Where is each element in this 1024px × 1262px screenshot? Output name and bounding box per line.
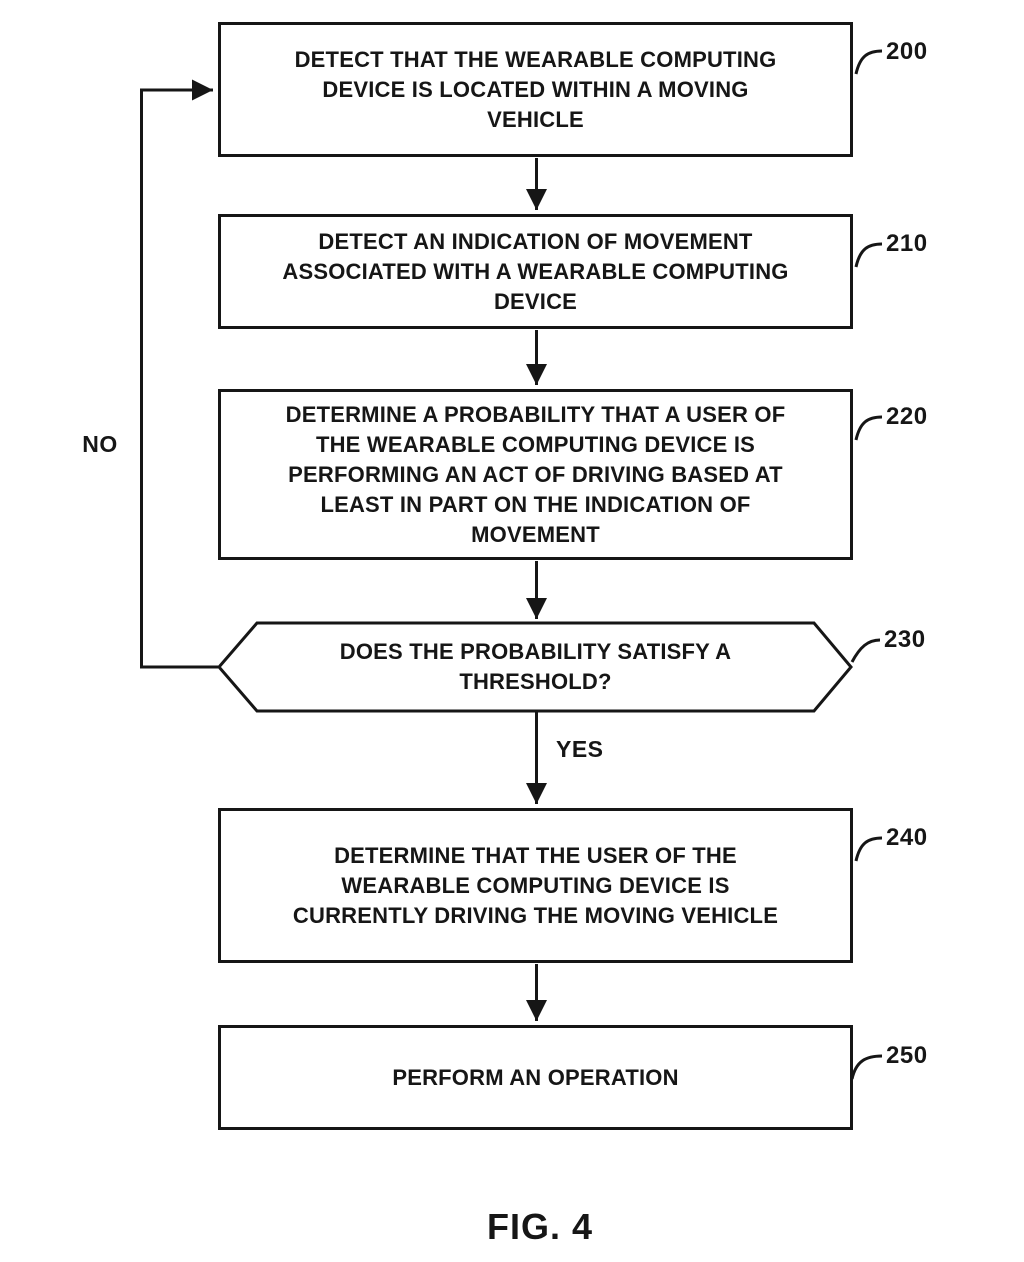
decision-box-230: DOES THE PROBABILITY SATISFY A THRESHOLD… — [257, 623, 814, 711]
process-box-220-text: DETERMINE A PROBABILITY THAT A USER OF T… — [285, 401, 786, 547]
process-box-200-text: DETECT THAT THE WEARABLE COMPUTING DEVIC… — [294, 46, 777, 132]
ref-label-220: 220 — [886, 403, 928, 430]
leader-230 — [850, 638, 881, 663]
no-branch-label: NO — [82, 431, 118, 457]
figure-caption: FIG. 4 — [486, 1206, 594, 1247]
ref-label-230: 230 — [884, 626, 926, 653]
ref-label-240: 240 — [886, 824, 928, 851]
leader-200 — [854, 49, 883, 75]
decision-box-230-text: DOES THE PROBABILITY SATISFY A THRESHOLD… — [339, 639, 732, 694]
process-box-210: DETECT AN INDICATION OF MOVEMENT ASSOCIA… — [218, 214, 853, 329]
process-box-240-text: DETERMINE THAT THE USER OF THE WEARABLE … — [292, 842, 779, 928]
process-box-210-text: DETECT AN INDICATION OF MOVEMENT ASSOCIA… — [282, 228, 789, 314]
leader-210 — [854, 242, 883, 268]
leader-240 — [854, 836, 883, 862]
process-box-220: DETERMINE A PROBABILITY THAT A USER OF T… — [218, 389, 853, 560]
ref-label-250: 250 — [886, 1042, 928, 1069]
process-box-250-text: PERFORM AN OPERATION — [392, 1064, 679, 1090]
leader-220 — [854, 415, 883, 441]
process-box-250: PERFORM AN OPERATION — [218, 1025, 853, 1130]
yes-branch-label: YES — [556, 736, 604, 762]
process-box-240: DETERMINE THAT THE USER OF THE WEARABLE … — [218, 808, 853, 963]
leader-250 — [850, 1054, 883, 1080]
ref-label-200: 200 — [886, 38, 928, 65]
process-box-200: DETECT THAT THE WEARABLE COMPUTING DEVIC… — [218, 22, 853, 157]
ref-label-210: 210 — [886, 230, 928, 257]
no-feedback-arrow — [140, 79, 218, 669]
